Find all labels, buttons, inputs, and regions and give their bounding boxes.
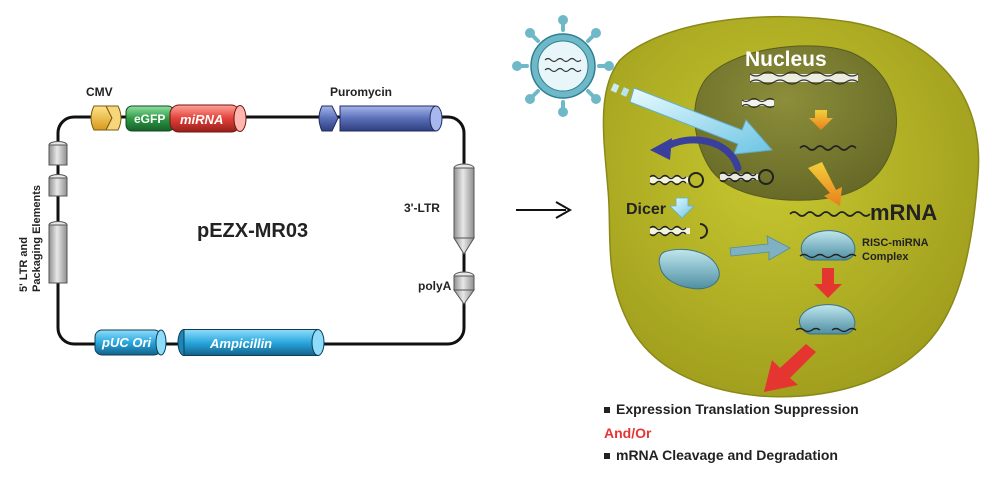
- vector-map: CMV eGFP miRNA Puromycin 3'-LTR: [18, 85, 475, 356]
- mirna-label: miRNA: [180, 112, 223, 127]
- outcome-andor: And/Or: [604, 425, 652, 441]
- cmv-label: CMV: [86, 85, 113, 99]
- nucleus-label: Nucleus: [745, 48, 827, 71]
- cleavage-arrow: [814, 268, 842, 298]
- vector-name: pEZX-MR03: [197, 220, 308, 242]
- mrna-label: mRNA: [870, 200, 937, 225]
- cell-illustration: Nucleus: [512, 15, 980, 398]
- export-arrow: [808, 162, 842, 206]
- ltr3-segment: 3'-LTR: [404, 163, 475, 255]
- egfp-label: eGFP: [134, 112, 165, 126]
- puromycin-segment: Puromycin: [318, 85, 443, 132]
- mirna-segment: miRNA: [169, 104, 247, 133]
- outcome-bullet-1: [604, 407, 610, 413]
- pre-mirna-hairpin: [719, 169, 774, 185]
- puromycin-label: Puromycin: [330, 85, 392, 99]
- pre-mirna-hairpin-left: [649, 172, 704, 188]
- outcomes: Expression Translation Suppression And/O…: [604, 401, 859, 463]
- loading-arrow: [729, 235, 791, 261]
- outcome-line-1: Expression Translation Suppression: [616, 401, 859, 417]
- dicer-label: Dicer: [626, 201, 666, 218]
- outcome-line-2: mRNA Cleavage and Degradation: [616, 447, 838, 463]
- ampicillin-segment: Ampicillin: [177, 329, 325, 356]
- pri-mirna: [741, 97, 775, 109]
- ltr5-label: 5' LTR and Packaging Elements: [18, 185, 43, 292]
- transition-arrow: [516, 201, 573, 219]
- ltr3-label: 3'-LTR: [404, 201, 440, 215]
- dna-strand: [749, 71, 859, 85]
- cleaved-complex: [795, 304, 857, 335]
- lentivirus-particle: [512, 15, 614, 117]
- risc-label-line1: RISC-miRNA: [862, 237, 929, 249]
- ampicillin-label: Ampicillin: [209, 336, 272, 351]
- outcome-bullet-2: [604, 453, 610, 459]
- polya-segment: polyA: [418, 271, 475, 305]
- nuclear-mrna: [799, 145, 857, 151]
- risc-complex: RISC-miRNA Complex: [799, 230, 929, 263]
- dicer-arrow: [669, 197, 695, 219]
- cmv-promoter: CMV: [86, 85, 122, 131]
- mature-mirna: [649, 223, 708, 239]
- cycle-arrow: [650, 136, 742, 172]
- risc-protein: [658, 248, 720, 290]
- transcription-arrow: [809, 110, 833, 130]
- cytoplasm-mrna: [789, 211, 871, 217]
- puc-ori-segment: pUC Ori: [94, 329, 167, 356]
- egfp-segment: eGFP: [125, 105, 175, 132]
- entry-arrow: [610, 83, 774, 155]
- polya-label: polyA: [418, 279, 452, 293]
- risc-label-line2: Complex: [862, 251, 909, 263]
- nucleus: [694, 45, 898, 201]
- puc-ori-label: pUC Ori: [101, 335, 152, 350]
- ltr5-segment: 5' LTR and Packaging Elements: [18, 141, 68, 292]
- outcome-arrow: [764, 344, 816, 392]
- ltr5-label-line2: Packaging Elements: [31, 185, 43, 292]
- ltr5-label-line1: 5' LTR and: [18, 237, 30, 292]
